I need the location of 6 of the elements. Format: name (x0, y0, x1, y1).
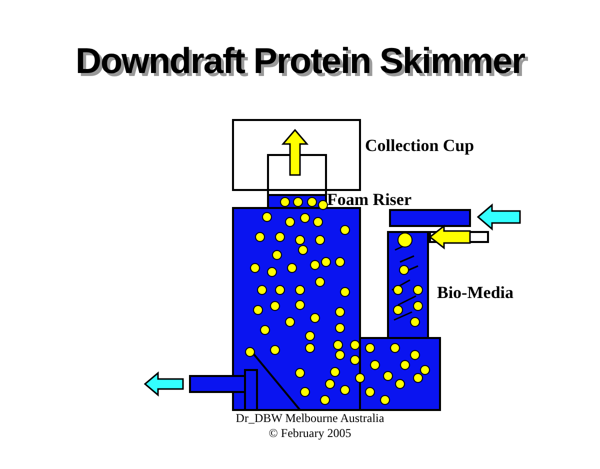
part-label: Bio-Media (437, 283, 514, 303)
part-label: Collection Cup (365, 136, 474, 156)
title: Downdraft Protein Skimmer (74, 40, 526, 82)
part-label: Foam Riser (327, 190, 412, 210)
credit-text: Dr_DBW Melbourne Australia (234, 411, 386, 426)
credit-text: © February 2005 (268, 426, 352, 441)
